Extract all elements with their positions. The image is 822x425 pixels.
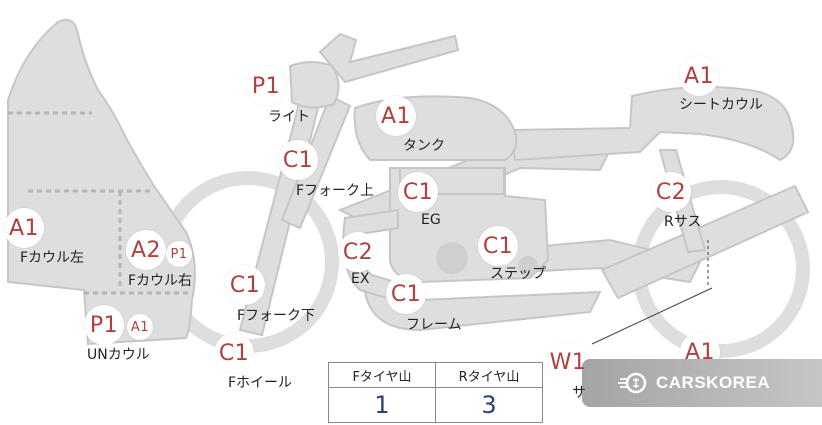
part-badge-step: C1: [478, 226, 518, 266]
part-label-un-cowl: UNカウル: [87, 347, 150, 363]
front-tire-header: Fタイヤ山: [328, 362, 436, 388]
part-badge-seat-cowl: A1: [679, 56, 719, 96]
part-badge-f-wheel: C1: [214, 333, 254, 373]
part-badge-un-cowl-secondary: A1: [127, 314, 153, 340]
part-label-r-sus: Rサス: [664, 214, 702, 230]
part-badge-f-fork-upper: C1: [278, 140, 318, 180]
part-label-eg: EG: [421, 212, 441, 228]
rear-tire-value: 3: [435, 387, 543, 423]
front-cowl-shape: [7, 18, 196, 346]
part-badge-frame: C1: [386, 274, 426, 314]
handlebar-shape: [318, 32, 460, 84]
part-label-light: ライト: [268, 109, 310, 125]
part-badge-f-cowl-right: A2: [126, 230, 166, 270]
part-badge-un-cowl: P1: [84, 305, 124, 345]
part-label-f-fork-upper: Fフォーク上: [296, 183, 375, 199]
carskorea-logo-icon: [618, 372, 647, 394]
part-label-step: ステップ: [490, 266, 546, 282]
front-tire-value: 1: [328, 387, 436, 423]
part-label-tank: タンク: [403, 138, 445, 154]
muffler-shape: [600, 184, 810, 300]
part-badge-f-fork-lower: C1: [225, 265, 265, 305]
part-badge-ex: C2: [338, 232, 378, 272]
part-label-f-cowl-left: Fカウル左: [20, 250, 85, 266]
watermark-text: CARSKOREA: [656, 373, 771, 392]
rear-tire-header: Rタイヤ山: [435, 362, 543, 388]
part-badge-eg: C1: [398, 172, 438, 212]
part-label-frame: フレーム: [406, 317, 462, 333]
part-badge-light: P1: [246, 66, 286, 106]
part-label-f-cowl-right: Fカウル右: [128, 273, 193, 289]
part-badge-tank: A1: [376, 96, 416, 136]
part-label-f-fork-lower: Fフォーク下: [237, 308, 316, 324]
tire-tread-table: Fタイヤ山 Rタイヤ山 1 3: [328, 362, 543, 423]
part-badge-f-cowl-right-secondary: P1: [166, 241, 192, 267]
part-badge-r-sus: C2: [651, 172, 691, 212]
part-label-seat-cowl: シートカウル: [679, 97, 763, 113]
part-label-f-wheel: Fホイール: [228, 375, 293, 391]
headlight-shape: [288, 61, 340, 109]
watermark-banner: CARSKOREA: [582, 359, 822, 407]
part-label-ex: EX: [351, 271, 370, 287]
part-badge-silencer: W1: [548, 342, 588, 382]
part-badge-f-cowl-left: A1: [4, 208, 44, 248]
